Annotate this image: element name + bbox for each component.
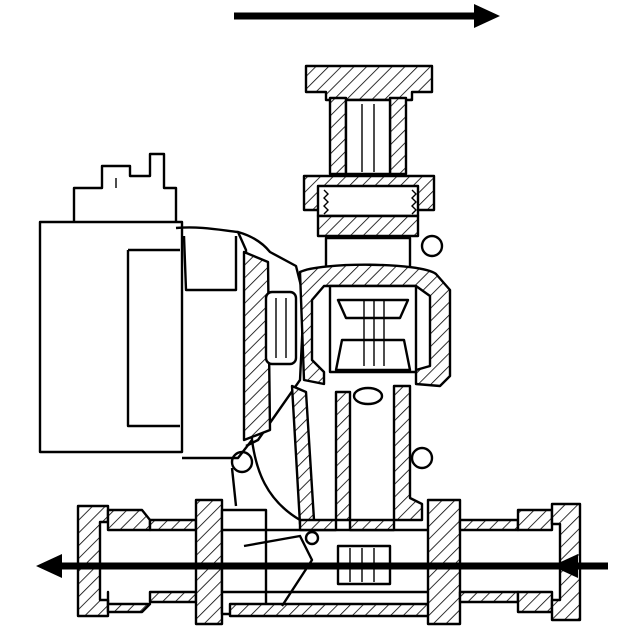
main-pipe [76, 498, 582, 626]
terminal-box [72, 152, 178, 222]
pump-body [298, 263, 452, 406]
top-outlet-coupling [304, 64, 434, 176]
bottom-flow-arrow [36, 554, 608, 578]
threaded-connector [302, 174, 444, 274]
top-flow-arrow [234, 4, 500, 28]
motor-housing [38, 220, 306, 460]
